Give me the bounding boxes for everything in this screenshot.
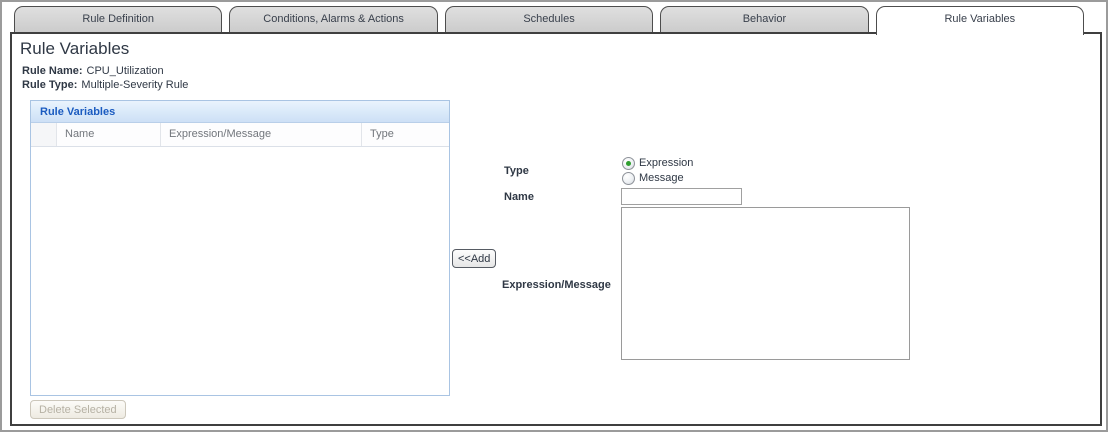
column-header-select [31, 123, 57, 146]
radio-option-expression[interactable]: Expression [622, 156, 693, 170]
delete-selected-button[interactable]: Delete Selected [30, 400, 126, 419]
rule-variables-table-panel: Rule Variables Name Expression/Message T… [30, 100, 450, 396]
expression-message-label: Expression/Message [502, 279, 611, 291]
expression-message-textarea[interactable] [621, 207, 910, 360]
rule-type-label: Rule Type: [22, 79, 78, 91]
column-header-type: Type [370, 128, 394, 140]
radio-expression-label: Expression [639, 157, 694, 169]
name-input[interactable] [621, 188, 742, 205]
radio-message-icon[interactable] [622, 171, 635, 185]
table-panel-title: Rule Variables [31, 101, 449, 123]
tab-schedules[interactable]: Schedules [444, 6, 654, 32]
column-header-name: Name [57, 123, 161, 146]
tab-rule-variables[interactable]: Rule Variables [875, 6, 1085, 35]
table-body-empty [31, 147, 449, 394]
rule-type-value: Multiple-Severity Rule [81, 79, 189, 91]
rule-name-value: CPU_Utilization [86, 65, 164, 77]
tab-rule-definition[interactable]: Rule Definition [14, 6, 223, 32]
tab-conditions-alarms-actions[interactable]: Conditions, Alarms & Actions [229, 6, 438, 32]
column-header-expression-message: Expression/Message [161, 123, 362, 146]
tab-behavior[interactable]: Behavior [660, 6, 869, 32]
rule-type-line: Rule Type:Multiple-Severity Rule [22, 79, 188, 91]
table-header-row: Name Expression/Message Type [31, 123, 449, 147]
rule-name-line: Rule Name:CPU_Utilization [22, 65, 164, 77]
name-label: Name [504, 191, 534, 203]
radio-message-label: Message [639, 172, 684, 184]
tab-bar: Rule Definition Conditions, Alarms & Act… [14, 6, 1085, 35]
radio-expression-icon[interactable] [622, 156, 635, 170]
radio-option-message[interactable]: Message [622, 171, 684, 185]
rule-variables-page: Rule Variables Rule Name:CPU_Utilization… [10, 32, 1102, 426]
page-title: Rule Variables [20, 39, 130, 58]
rule-name-label: Rule Name: [22, 65, 83, 77]
type-label: Type [504, 165, 529, 177]
add-button[interactable]: <<Add [452, 249, 497, 268]
